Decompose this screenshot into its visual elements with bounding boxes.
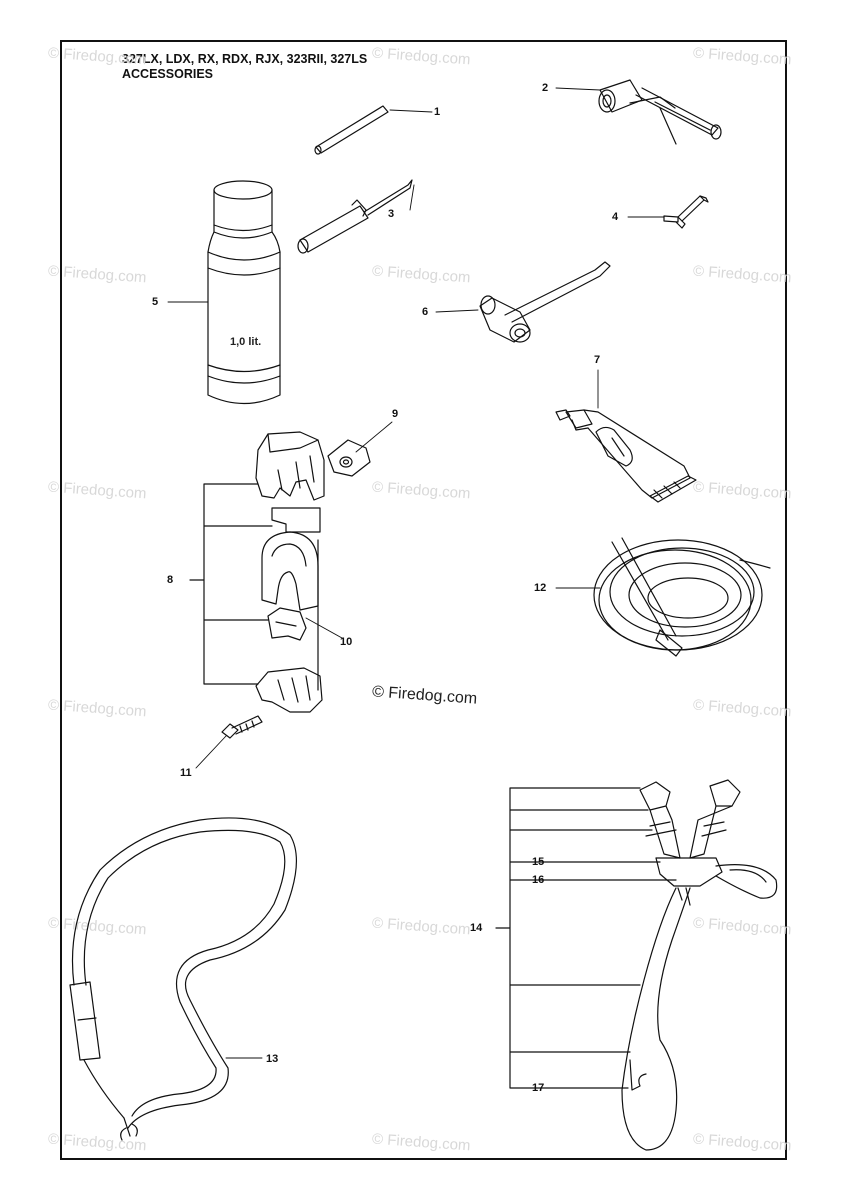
part-5-oil-bottle [207,180,281,404]
callout-17: 17 [532,1082,545,1094]
callout-7: 7 [594,354,601,366]
leader-lines [167,87,665,1059]
callout-1: 1 [434,106,441,118]
callout-14-bracket [495,787,677,1089]
part-6-spark-plug-wrench [479,261,611,343]
part-9-bracket [327,439,371,477]
part-8-handle-assembly [255,431,325,713]
part-1-pin [314,105,389,155]
part-12-trimmer-line-coil [593,537,771,657]
callout-12: 12 [534,582,547,594]
callout-16: 16 [532,874,545,886]
part-4-hex-key [663,195,709,229]
part-2-combination-spanner [598,79,722,145]
callout-4: 4 [612,211,619,223]
part-13-shoulder-strap [69,817,298,1141]
callout-13: 13 [266,1053,279,1065]
callout-14: 14 [470,922,483,934]
callout-10: 10 [340,636,353,648]
models-title: 327LX, LDX, RX, RDX, RJX, 323RII, 327LS [122,52,368,66]
callout-11: 11 [180,767,192,779]
part-11-screw [221,715,263,739]
part-7-grease-tube [555,409,697,503]
callout-9: 9 [392,408,399,420]
callout-3: 3 [388,208,395,220]
part-14-harness [621,779,778,1151]
callout-5: 5 [152,296,159,308]
callout-8: 8 [167,574,174,586]
bottle-volume-label: 1,0 lit. [230,336,262,348]
callout-6: 6 [422,306,429,318]
diagram-title: 327LX, LDX, RX, RDX, RJX, 323RII, 327LS … [122,52,367,82]
part-3-screwdriver [297,179,413,254]
section-title: ACCESSORIES [122,67,213,81]
callout-8-bracket [189,483,273,685]
callout-2: 2 [542,82,549,94]
diagram-frame [60,40,787,1160]
callout-15: 15 [532,856,545,868]
